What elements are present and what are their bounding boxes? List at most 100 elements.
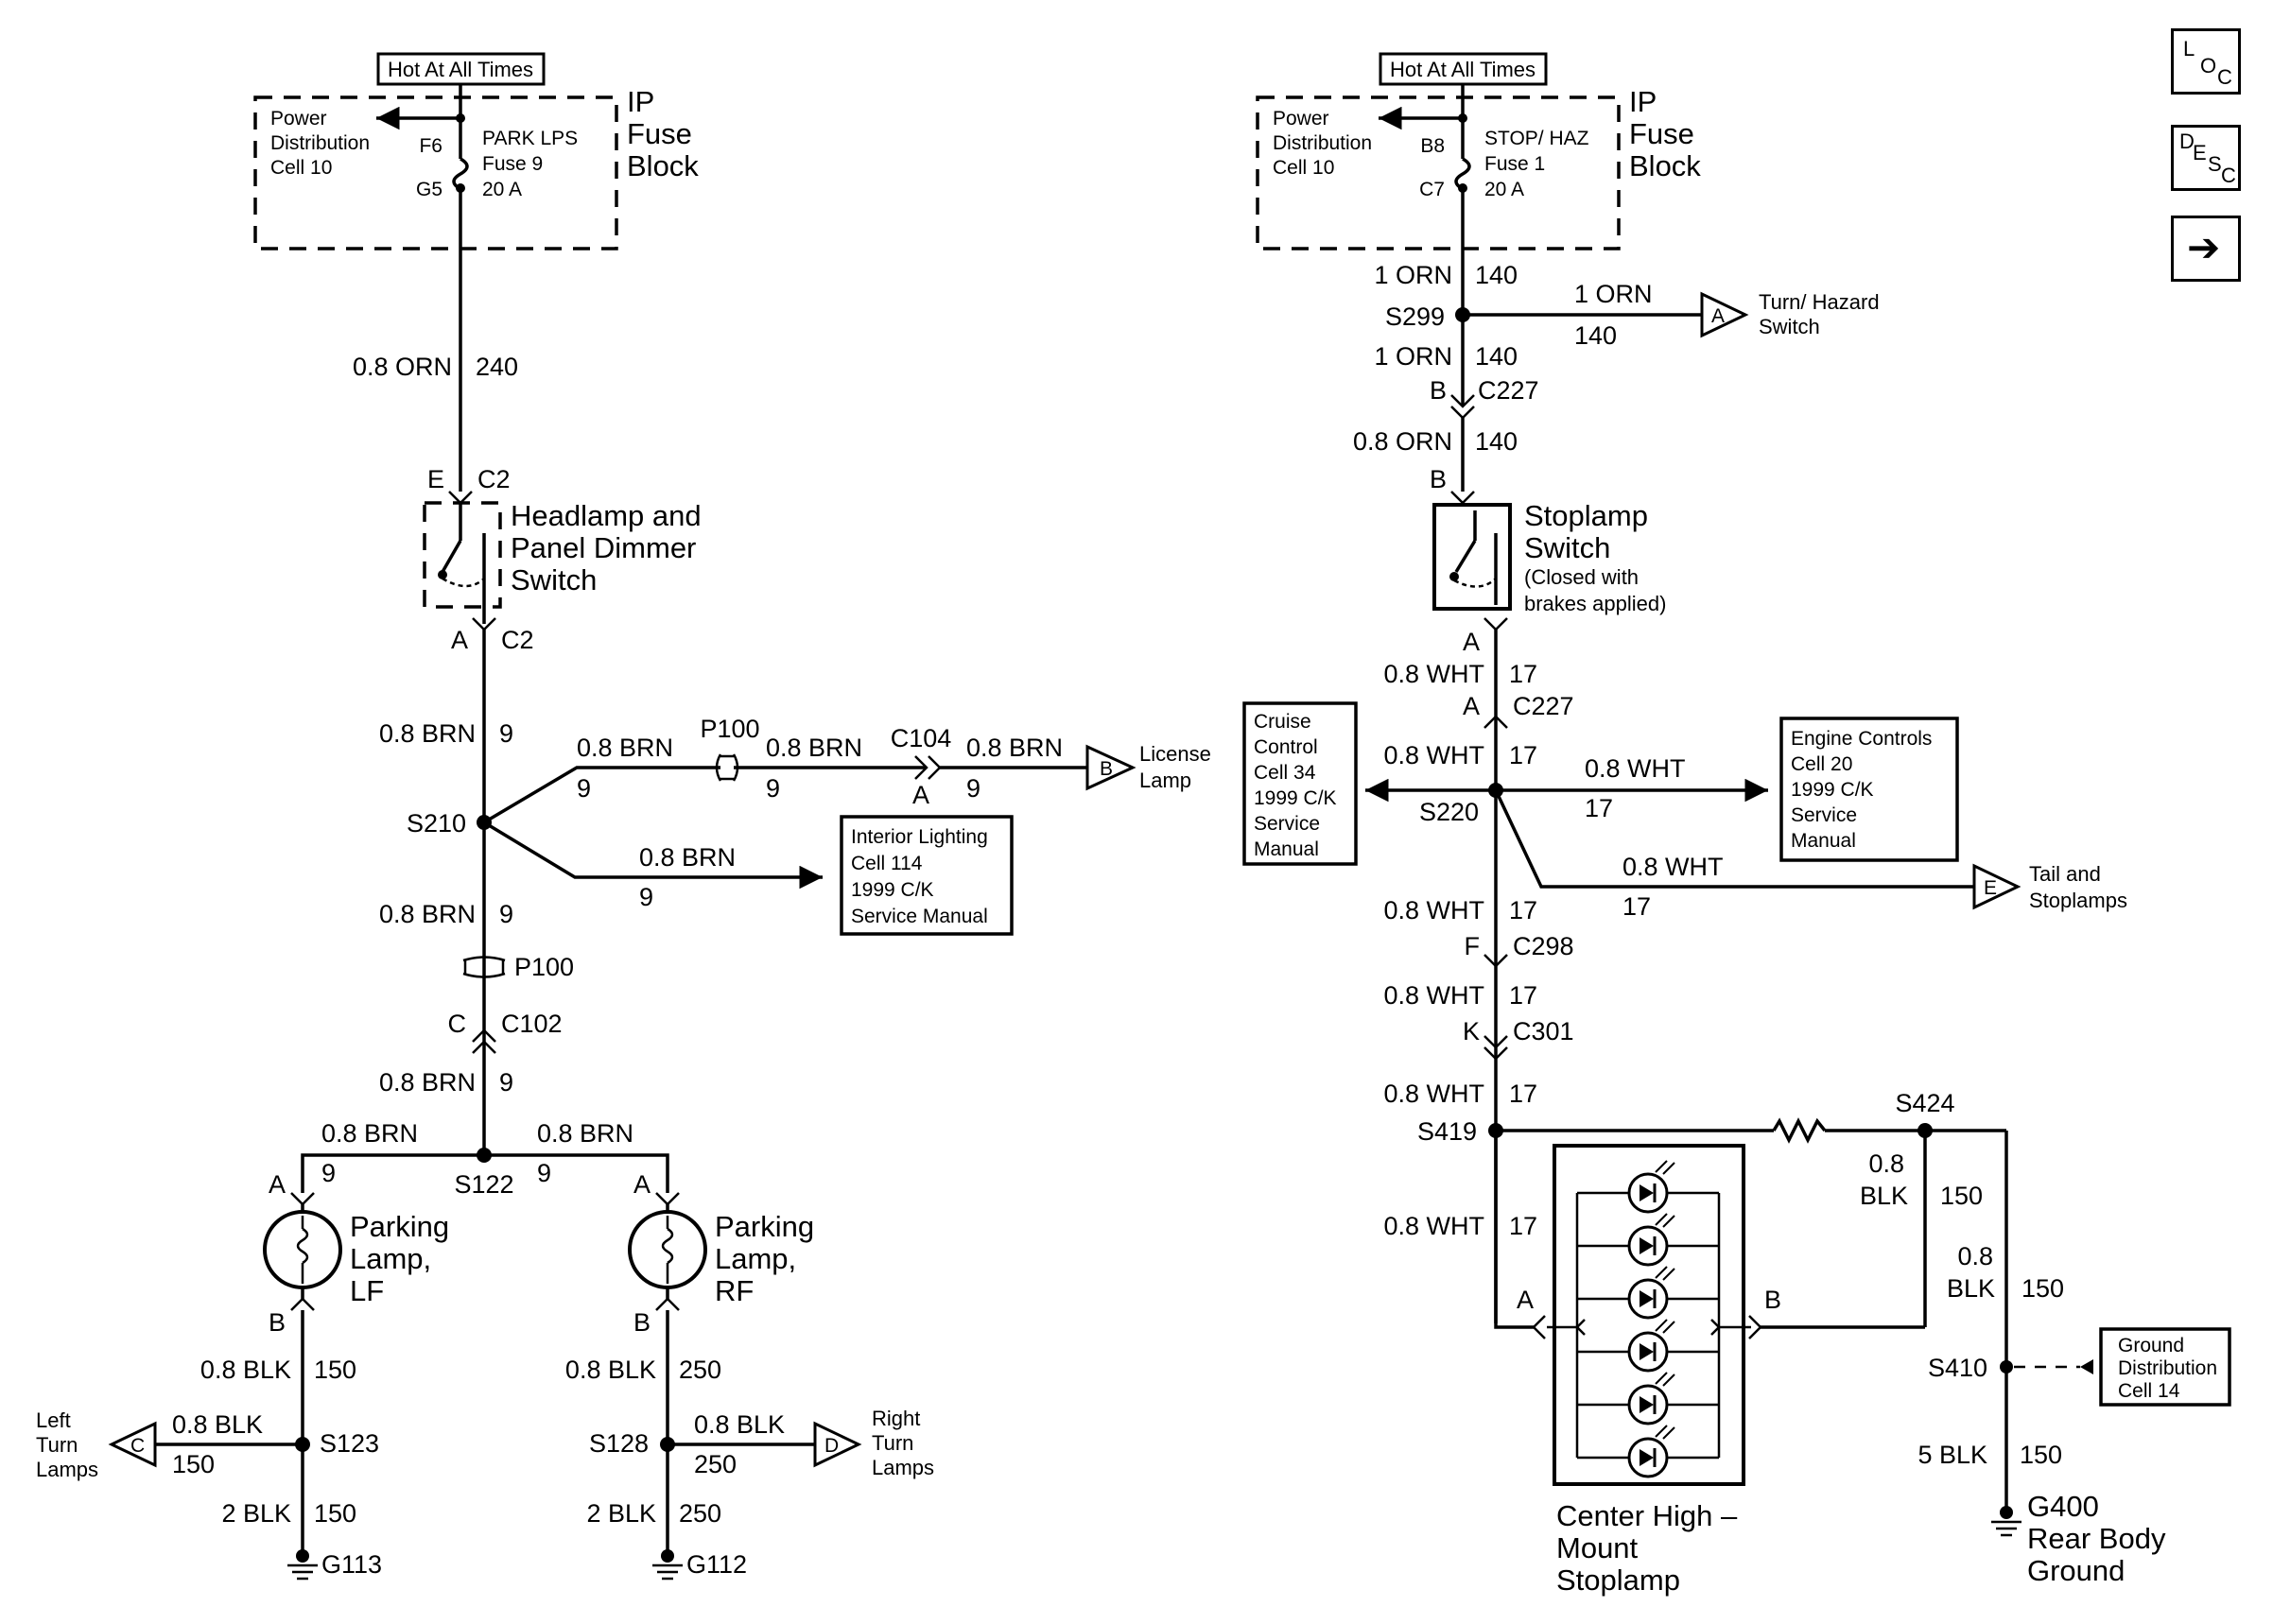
stop-label-line-4: brakes applied) — [1524, 592, 1666, 615]
cruise-box-line-6: Manual — [1254, 838, 1319, 860]
left-w9b-gauge: 0.8 BRN — [379, 900, 476, 928]
license-ref-letter: B — [1100, 758, 1113, 780]
engine-controls-box — [1779, 717, 1959, 862]
left-ip-line-1: IP — [627, 85, 654, 118]
cruise-box-line-1: Cruise — [1254, 711, 1311, 733]
c298-pin: F — [1465, 932, 1481, 960]
c301-conn: C301 — [1513, 1017, 1574, 1045]
loc-letter-3: C — [2217, 65, 2232, 89]
s299-label: S299 — [1385, 302, 1445, 331]
interior-box-line-4: Service Manual — [851, 906, 988, 927]
w17c-circuit: 17 — [1509, 896, 1537, 924]
c227-top-conn: C227 — [1478, 376, 1539, 405]
desc-button[interactable]: D E S C — [2171, 125, 2241, 191]
c104-pin: A — [912, 781, 929, 809]
left-fuse-block: Hot At All Times Power Distribution Cell… — [253, 52, 699, 251]
interior-wire-circuit: 9 — [639, 883, 653, 911]
interior-box-line-1: Interior Lighting — [851, 826, 988, 848]
s210-label: S210 — [407, 809, 466, 838]
left-fuse-line-2: Fuse 9 — [482, 153, 543, 175]
s410-label: S410 — [1928, 1354, 1987, 1382]
branch3-gauge: 0.8 BRN — [966, 734, 1063, 762]
lf-label-line-3: LF — [350, 1274, 384, 1307]
lf-ground-gauge: 2 BLK — [221, 1499, 291, 1528]
right-ip-line-3: Block — [1629, 149, 1701, 182]
license-lamp-ref — [1085, 744, 1136, 791]
chmsl-led-array — [1577, 1160, 1719, 1478]
right-fuse-top-pin: B8 — [1420, 135, 1445, 157]
loc-button[interactable]: L O C — [2171, 28, 2241, 95]
lf-label-line-2: Lamp, — [350, 1242, 431, 1275]
lf-top-gauge: 0.8 BRN — [321, 1119, 418, 1148]
branch2-gauge: 0.8 BRN — [766, 734, 862, 762]
turn-wire-gauge: 1 ORN — [1574, 280, 1653, 308]
turn-hazard-ref — [1700, 291, 1749, 338]
lf-w150-gauge: 0.8 BLK — [200, 1356, 291, 1384]
blk-b-gauge-bottom: BLK — [1947, 1274, 1995, 1303]
right-turn-line-3: Lamps — [872, 1456, 934, 1479]
right-turn-line-1: Right — [872, 1407, 920, 1430]
led-icon — [1577, 1372, 1719, 1425]
c227-bottom-conn: C227 — [1513, 692, 1574, 720]
right-turn-line-2: Turn — [872, 1431, 913, 1455]
interior-wire-gauge: 0.8 BRN — [639, 843, 736, 872]
left-fuse-bottom-pin: G5 — [416, 179, 442, 200]
left-w9a-gauge: 0.8 BRN — [379, 719, 476, 748]
branch2-circuit: 9 — [766, 774, 780, 803]
chmsl-pin-b: B — [1764, 1286, 1781, 1314]
c301-pin: K — [1463, 1017, 1480, 1045]
left-pd-line-2: Distribution — [270, 132, 370, 154]
s220-label: S220 — [1419, 798, 1479, 826]
blk-c-gauge: 5 BLK — [1917, 1441, 1987, 1469]
ground-distribution-box — [2099, 1327, 2231, 1407]
lf-pin-a: A — [269, 1170, 286, 1199]
turn-label-line-1: Turn/ Hazard — [1759, 290, 1880, 314]
interior-lighting-box — [840, 815, 1014, 936]
left-w240-gauge: 0.8 ORN — [353, 353, 452, 381]
g400-label-line-1: G400 — [2027, 1490, 2099, 1523]
chmsl-label-line-1: Center High – — [1556, 1499, 1738, 1532]
blk-b-circuit: 150 — [2021, 1274, 2064, 1303]
blk-b-gauge-top: 0.8 — [1957, 1242, 1993, 1270]
left-fuse-line-1: PARK LPS — [482, 128, 578, 149]
blk-a-gauge-top: 0.8 — [1868, 1149, 1904, 1178]
stop-label-line-2: Switch — [1524, 531, 1610, 564]
tail-stoplamps-ref — [1972, 863, 2021, 910]
left-pd-line-3: Cell 10 — [270, 157, 332, 179]
branch3-circuit: 9 — [966, 774, 980, 803]
c298-conn: C298 — [1513, 932, 1574, 960]
tail-label-line-1: Tail and — [2029, 862, 2101, 886]
right-fuse-line-1: STOP/ HAZ — [1484, 128, 1589, 149]
left-w9c-circuit: 9 — [499, 1068, 513, 1097]
license-label-line-2: Lamp — [1139, 769, 1191, 792]
ground-box-line-2: Distribution — [2118, 1357, 2217, 1379]
w140b-gauge: 1 ORN — [1374, 342, 1452, 371]
left-ip-line-2: Fuse — [627, 117, 692, 150]
right-pd-line-1: Power — [1273, 108, 1329, 130]
left-turn-line-3: Lamps — [36, 1458, 98, 1481]
next-button[interactable]: ➔ — [2171, 216, 2241, 282]
tail-ref-letter: E — [1984, 877, 1997, 899]
right-ip-line-1: IP — [1629, 85, 1657, 118]
chmsl-label-line-2: Mount — [1556, 1531, 1639, 1564]
rf-label-line-1: Parking — [715, 1210, 814, 1243]
s419-label: S419 — [1417, 1117, 1477, 1146]
stop-label-line-1: Stoplamp — [1524, 499, 1648, 532]
rf-top-circuit: 9 — [537, 1159, 551, 1187]
rf-w250-gauge: 0.8 BLK — [565, 1356, 656, 1384]
right-ip-line-2: Fuse — [1629, 117, 1694, 150]
right-turn-wire-gauge: 0.8 BLK — [694, 1410, 785, 1439]
desc-letter-4: C — [2221, 164, 2236, 187]
w140a-gauge: 1 ORN — [1374, 261, 1452, 289]
engine-box-line-3: 1999 C/K — [1791, 779, 1874, 801]
left-turn-ref-letter: C — [130, 1435, 145, 1457]
left-turn-line-2: Turn — [36, 1433, 78, 1457]
lf-top-circuit: 9 — [321, 1159, 336, 1187]
c102-conn: C102 — [501, 1010, 563, 1038]
w17e-circuit: 17 — [1509, 1080, 1537, 1108]
headlamp-switch-line-3: Switch — [511, 563, 597, 596]
s122-label: S122 — [454, 1170, 513, 1199]
g400-ground-icon — [1991, 1506, 2021, 1537]
p100-lower-label: P100 — [514, 953, 574, 981]
engine-box-line-4: Service — [1791, 804, 1857, 826]
